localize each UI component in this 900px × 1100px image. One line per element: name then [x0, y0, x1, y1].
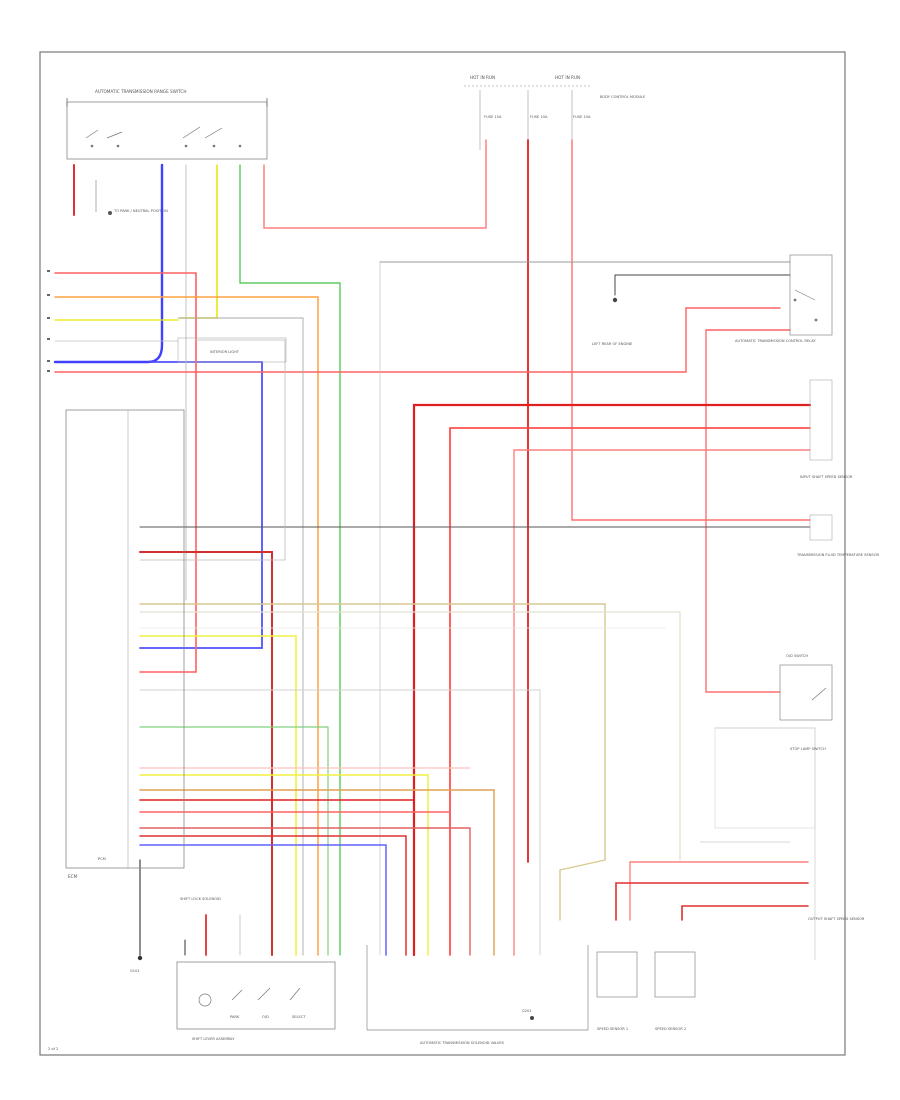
svg-text:SELECT: SELECT — [292, 1015, 306, 1019]
fuse-block: HOT IN RUN HOT IN RUN FUSE 15A FUSE 10A … — [464, 75, 646, 150]
diagram-frame — [39, 51, 846, 1056]
svg-text:BODY CONTROL MODULE: BODY CONTROL MODULE — [600, 95, 646, 99]
splice-box: INTERIOR LIGHT — [177, 337, 287, 363]
ecm-connector: ECM PCM — [65, 409, 185, 879]
svg-text:O/D SWITCH: O/D SWITCH — [786, 654, 808, 658]
svg-text:SHIFT LEVER ASSEMBLY: SHIFT LEVER ASSEMBLY — [192, 1037, 235, 1041]
bottom-left-ground: G101 — [130, 955, 143, 973]
svg-text:G201: G201 — [522, 1009, 532, 1013]
svg-text:FUSE 10A: FUSE 10A — [530, 115, 548, 119]
svg-text:STOP LAMP SWITCH: STOP LAMP SWITCH — [790, 747, 826, 751]
svg-text:FUSE 10A: FUSE 10A — [573, 115, 591, 119]
svg-text:SPEED SENSOR 1: SPEED SENSOR 1 — [597, 1027, 628, 1031]
svg-text:G101: G101 — [130, 969, 140, 973]
ground-splice: LEFT REAR OF ENGINE — [592, 297, 633, 346]
top-switch-assembly: AUTOMATIC TRANSMISSION RANGE SWITCH — [66, 89, 268, 160]
svg-text:FUSE 15A: FUSE 15A — [484, 115, 502, 119]
svg-text:TO PARK / NEUTRAL POSITION: TO PARK / NEUTRAL POSITION — [113, 209, 168, 213]
svg-text:SHIFT LOCK SOLENOID: SHIFT LOCK SOLENOID — [180, 897, 221, 901]
svg-text:SPEED SENSOR 2: SPEED SENSOR 2 — [655, 1027, 686, 1031]
svg-text:INPUT SHAFT SPEED SENSOR: INPUT SHAFT SPEED SENSOR — [800, 475, 853, 479]
svg-text:LEFT REAR OF ENGINE: LEFT REAR OF ENGINE — [592, 342, 633, 346]
svg-text:HOT IN RUN: HOT IN RUN — [470, 75, 495, 80]
shift-lever-assembly: PARK O/D SELECT SHIFT LOCK SOLENOID SHIF… — [176, 897, 336, 1041]
svg-text:HOT IN RUN: HOT IN RUN — [555, 75, 580, 80]
right-modules: INPUT SHAFT SPEED SENSOR TRANSMISSION FL… — [714, 379, 880, 921]
svg-text:AUTOMATIC TRANSMISSION SOLENOI: AUTOMATIC TRANSMISSION SOLENOID VALVES — [420, 1041, 505, 1045]
page-code: 2 of 2 — [48, 1047, 58, 1051]
svg-text:PCM: PCM — [98, 857, 106, 861]
left-terminal-rail — [47, 270, 50, 372]
svg-text:OUTPUT SHAFT SPEED SENSOR: OUTPUT SHAFT SPEED SENSOR — [808, 917, 865, 921]
svg-text:AUTOMATIC TRANSMISSION RANGE S: AUTOMATIC TRANSMISSION RANGE SWITCH — [95, 89, 186, 94]
solenoid-valve-block: AUTOMATIC TRANSMISSION SOLENOID VALVES G… — [366, 945, 589, 1045]
svg-text:2 of 2: 2 of 2 — [48, 1047, 58, 1051]
svg-text:ECM: ECM — [68, 874, 78, 879]
speed-sensors: SPEED SENSOR 1 SPEED SENSOR 2 — [596, 951, 696, 1031]
top-ground-symbol: TO PARK / NEUTRAL POSITION — [95, 180, 168, 215]
svg-text:O/D: O/D — [262, 1015, 269, 1019]
svg-text:INTERIOR LIGHT: INTERIOR LIGHT — [210, 350, 240, 354]
svg-text:PARK: PARK — [230, 1015, 240, 1019]
svg-text:AUTOMATIC TRANSMISSION CONTROL: AUTOMATIC TRANSMISSION CONTROL RELAY — [735, 339, 816, 343]
wire-network — [53, 139, 816, 961]
svg-text:TRANSMISSION FLUID TEMPERATURE: TRANSMISSION FLUID TEMPERATURE SENSOR — [796, 553, 880, 557]
right-relay: AUTOMATIC TRANSMISSION CONTROL RELAY — [735, 254, 833, 343]
